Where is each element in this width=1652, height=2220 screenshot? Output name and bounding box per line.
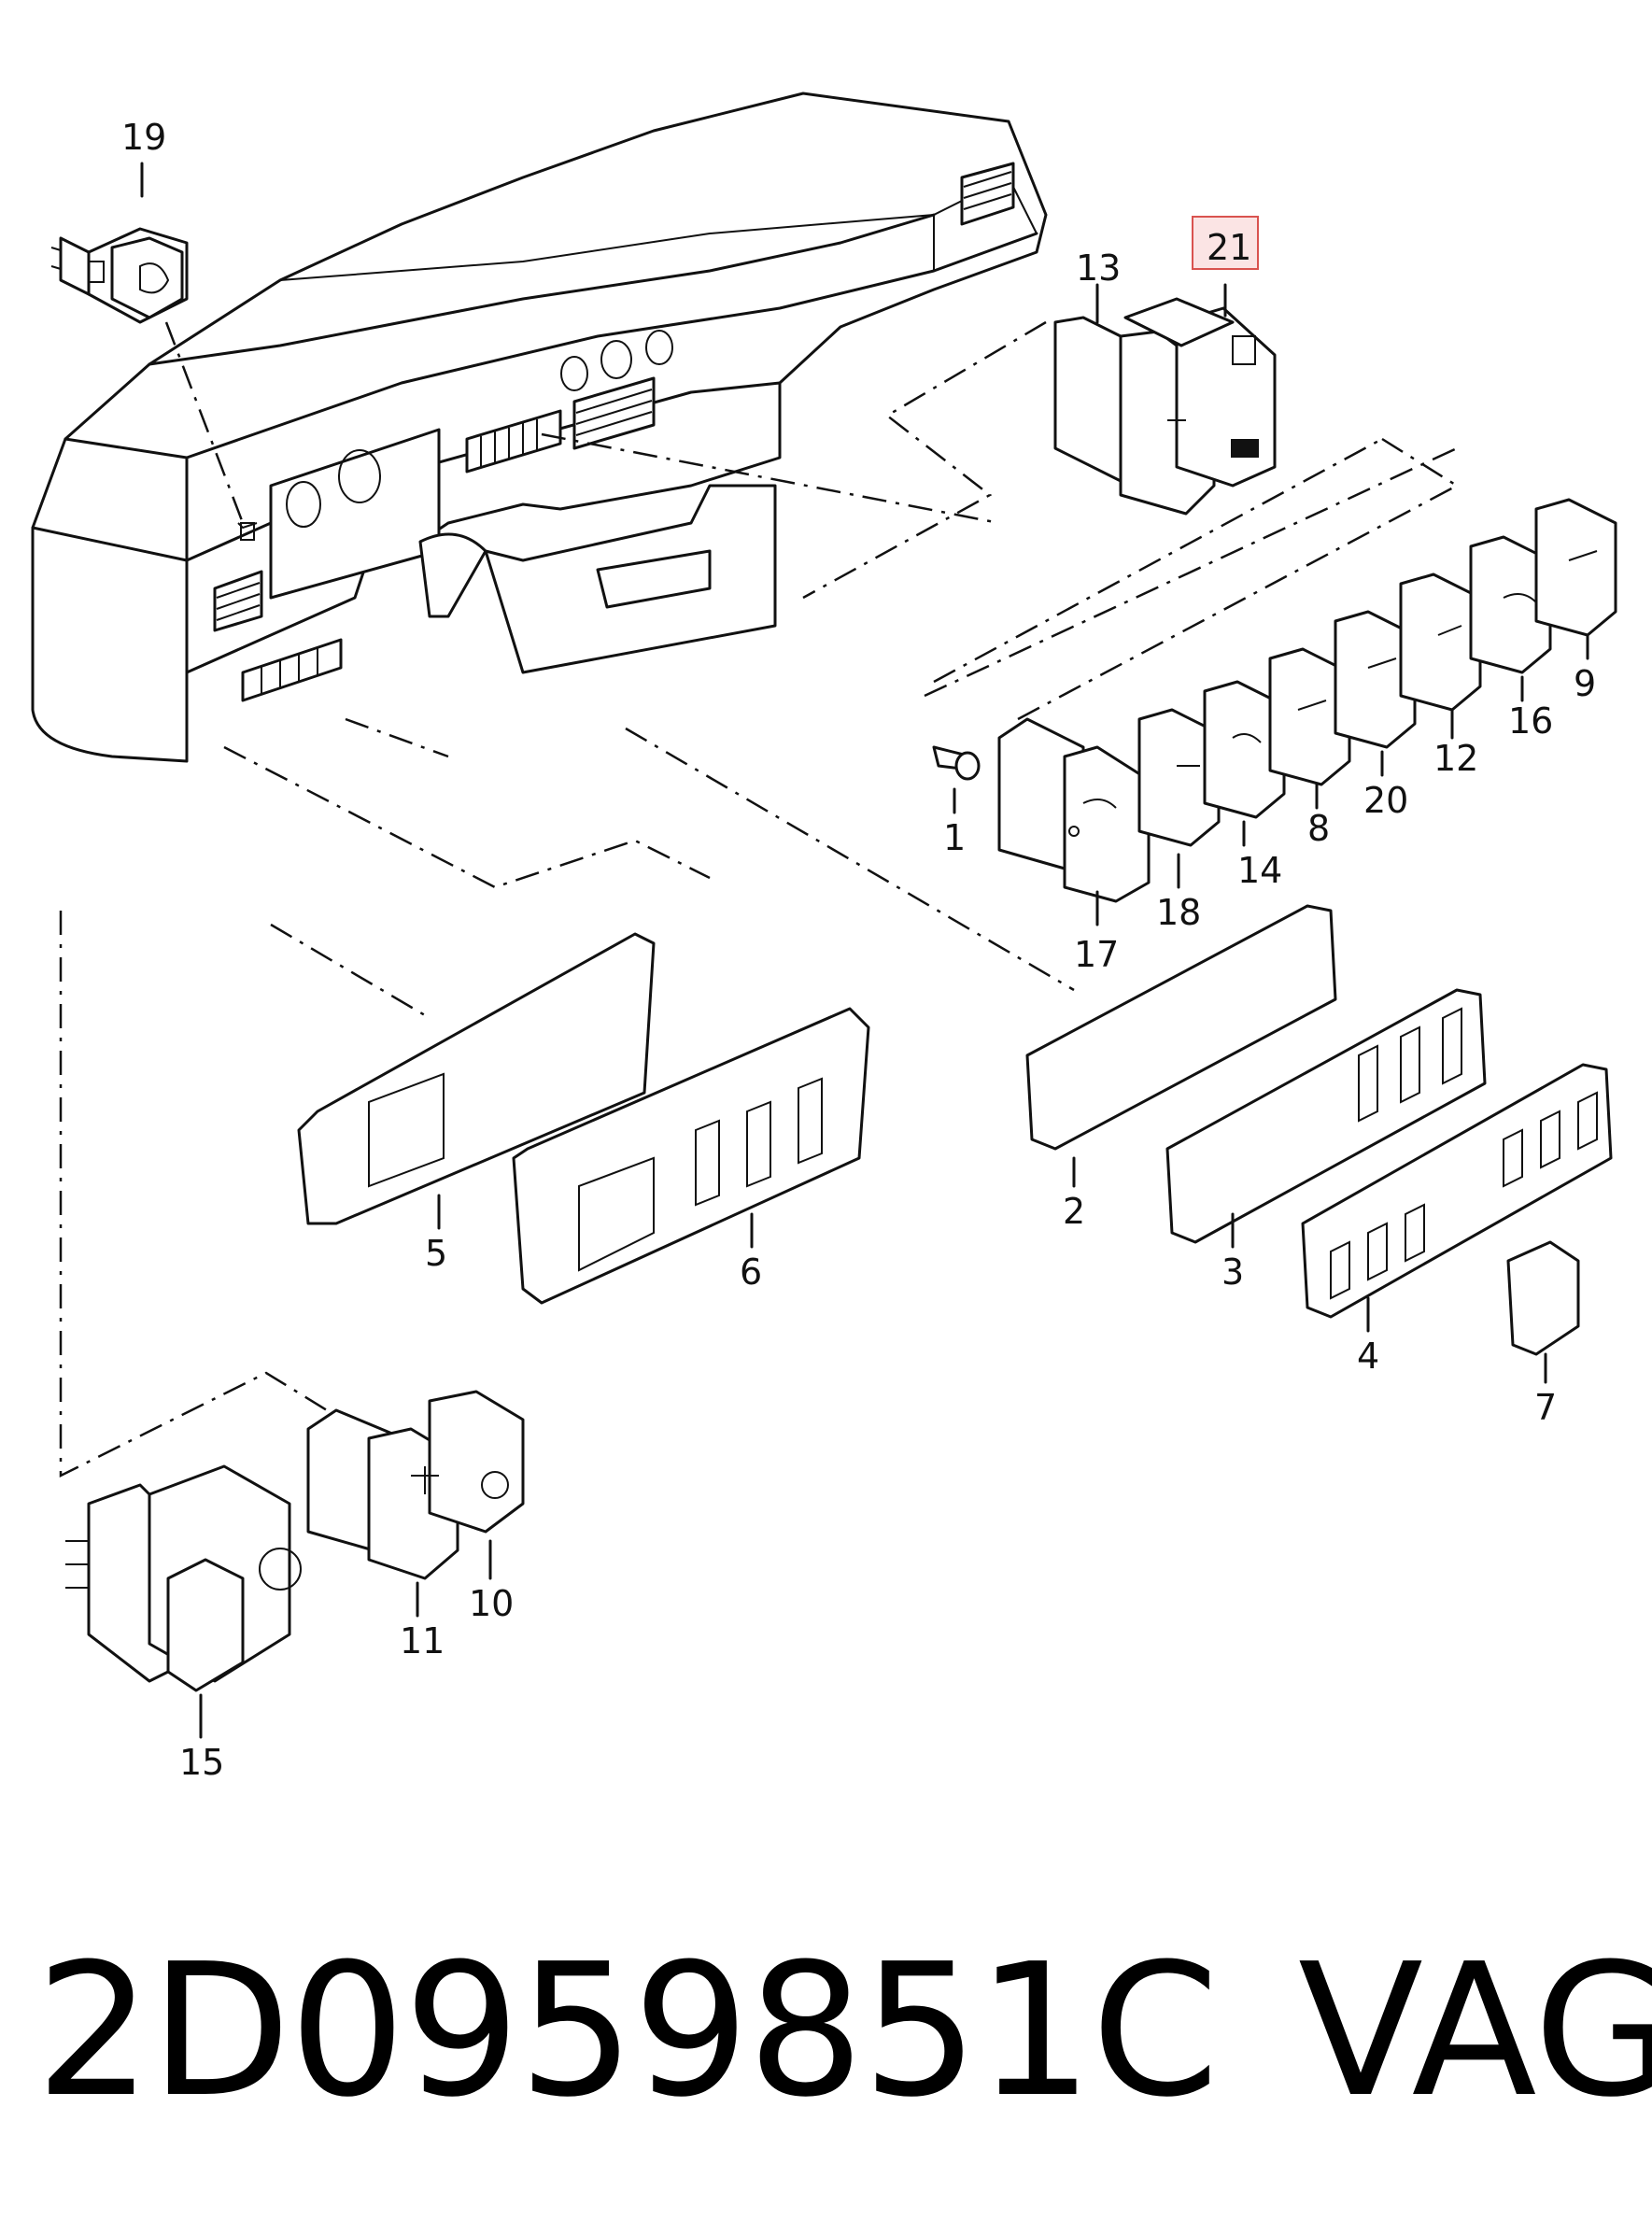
callout-8: 8 (1307, 808, 1330, 849)
callout-14: 14 (1237, 850, 1282, 891)
switch-row (924, 437, 1617, 926)
callout-5: 5 (425, 1233, 447, 1274)
lower-switch-group (59, 911, 525, 1739)
callout-12: 12 (1433, 738, 1478, 779)
highlight-box (1192, 216, 1259, 270)
part-13-21-switch-pair (541, 283, 1277, 600)
callout-9: 9 (1574, 663, 1596, 704)
part-info-footer: 2D0959851C VAG (0, 1929, 1652, 2134)
panels-5-6 (223, 717, 870, 1305)
callout-21: 21 (1207, 227, 1251, 268)
callout-2: 2 (1063, 1191, 1085, 1232)
part-19-switch (50, 162, 245, 524)
callout-11: 11 (400, 1620, 445, 1661)
callout-3: 3 (1221, 1251, 1244, 1293)
callout-15: 15 (179, 1742, 224, 1783)
callout-7: 7 (1534, 1387, 1557, 1428)
callout-16: 16 (1508, 700, 1553, 742)
callout-20: 20 (1363, 780, 1408, 821)
callout-6: 6 (740, 1251, 762, 1293)
callout-10: 10 (469, 1583, 514, 1624)
panels-2-3-4-7 (625, 727, 1613, 1384)
callout-19: 19 (121, 117, 166, 158)
dashboard-drawing (31, 92, 1048, 763)
part-number: 2D0959851C (35, 1925, 1219, 2138)
callout-17: 17 (1074, 934, 1119, 975)
callout-4: 4 (1357, 1336, 1379, 1377)
callout-1: 1 (943, 817, 966, 858)
callout-13: 13 (1076, 247, 1121, 289)
callout-labels: 19 13 21 1 17 18 14 8 20 12 16 9 5 6 2 3… (121, 117, 1596, 1783)
callout-18: 18 (1156, 892, 1201, 933)
brand-name: VAG (1298, 1925, 1652, 2138)
